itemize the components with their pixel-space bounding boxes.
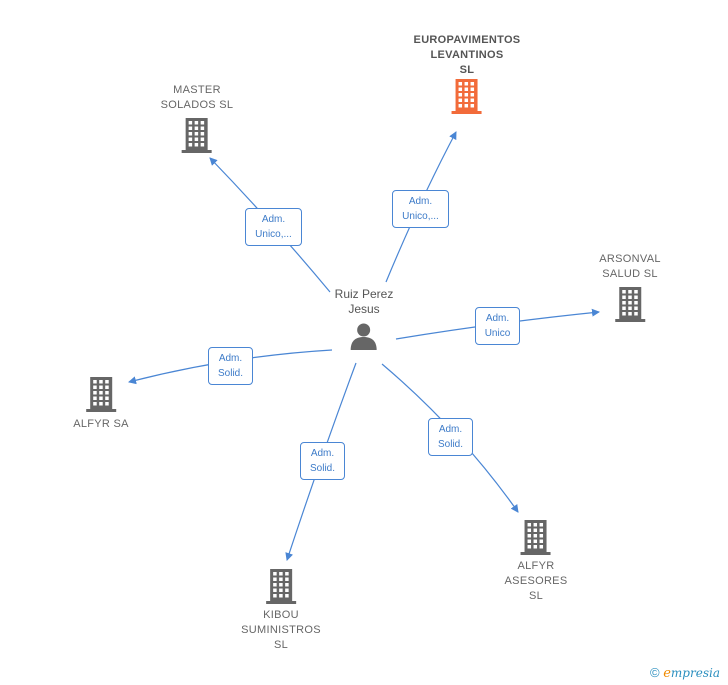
empresia-logo[interactable]: © empresia <box>650 665 720 681</box>
company-name-line1: ALFYR SA <box>73 418 129 430</box>
relation-label-line1: Adm. <box>485 313 510 324</box>
building-icon <box>265 569 296 604</box>
building-icon <box>86 377 116 412</box>
company-name-line2: ASESORES <box>504 575 568 587</box>
person-icon <box>351 323 377 350</box>
relation-label-line1: Adm. <box>261 214 286 225</box>
relation-label-line2: Solid. <box>437 439 463 450</box>
relation-label-line2: Solid. <box>309 463 335 474</box>
company-node-alfyr-sa[interactable]: ALFYR SA <box>73 376 129 432</box>
person-name-line2: Jesus <box>348 302 380 316</box>
relation-label-line1: Adm. <box>218 353 243 364</box>
company-node-alfyr-asesores[interactable]: ALFYR ASESORES SL <box>505 519 568 604</box>
company-name-line2: SUMINISTROS <box>241 624 321 636</box>
company-name-line3: SL <box>273 639 289 651</box>
person-name-line1: Ruiz Perez <box>334 287 394 301</box>
building-icon <box>520 520 551 555</box>
relation-label-arsonval[interactable]: Adm. Unico <box>475 307 520 345</box>
relation-label-line1: Adm. <box>438 424 463 435</box>
building-icon <box>181 118 212 153</box>
relation-label-line2: Solid. <box>217 368 243 379</box>
relation-label-line2: Unico,... <box>402 211 439 222</box>
company-name-line1: EUROPAVIMENTOS <box>413 34 521 46</box>
copyright-symbol: © <box>650 665 660 680</box>
brand-initial: e <box>663 666 671 681</box>
company-name-line3: SL <box>528 590 544 602</box>
company-node-europavimentos[interactable]: EUROPAVIMENTOS LEVANTINOS SL <box>414 33 521 114</box>
relation-label-kibou[interactable]: Adm. Solid. <box>300 442 345 480</box>
company-name-line3: SL <box>459 64 475 76</box>
company-name-line1: ARSONVAL <box>599 253 661 265</box>
company-name-line2: SALUD SL <box>602 268 658 280</box>
company-name-line1: KIBOU <box>263 609 299 621</box>
relation-label-alfyr-sa[interactable]: Adm. Solid. <box>208 347 253 385</box>
company-name-line1: MASTER <box>173 84 221 96</box>
relation-label-line1: Adm. <box>310 448 335 459</box>
company-name-line2: LEVANTINOS <box>430 49 504 61</box>
relation-label-line1: Adm. <box>408 196 433 207</box>
relation-label-alfyr-asesores[interactable]: Adm. Solid. <box>428 418 473 456</box>
relation-label-europavimentos[interactable]: Adm. Unico,... <box>392 190 449 228</box>
company-node-master-solados[interactable]: MASTER SOLADOS SL <box>161 83 234 153</box>
company-node-kibou-suministros[interactable]: KIBOU SUMINISTROS SL <box>241 568 321 653</box>
building-icon <box>451 79 482 114</box>
brand-rest: mpresia <box>670 666 720 680</box>
company-name-line2: SOLADOS SL <box>160 99 234 111</box>
person-node[interactable]: Ruiz Perez Jesus <box>334 287 394 351</box>
company-name-line1: ALFYR <box>517 560 555 572</box>
building-icon <box>615 287 645 322</box>
company-node-arsonval-salud[interactable]: ARSONVAL SALUD SL <box>599 252 661 322</box>
relation-label-line2: Unico,... <box>255 229 292 240</box>
relation-label-line2: Unico <box>484 328 511 339</box>
relation-label-master[interactable]: Adm. Unico,... <box>245 208 302 246</box>
